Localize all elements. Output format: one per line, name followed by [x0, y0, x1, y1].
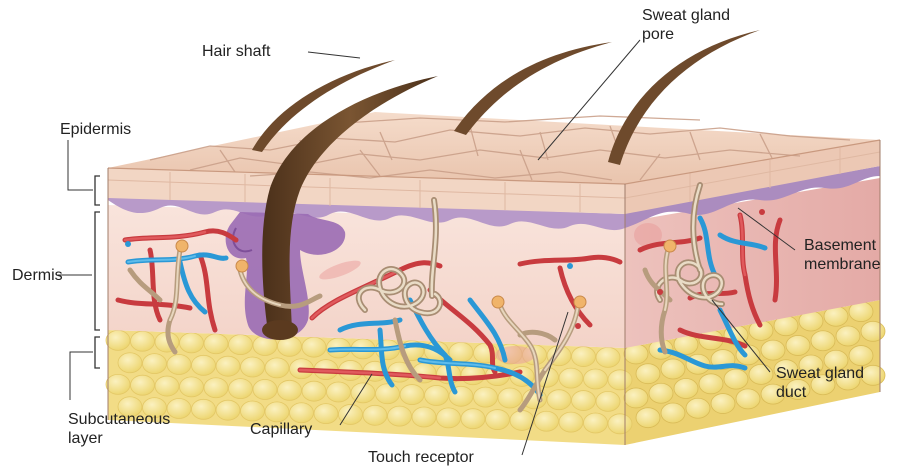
fat-cell: [474, 387, 498, 407]
label-capillary: Capillary: [250, 420, 312, 439]
fat-cell: [608, 370, 632, 390]
fat-cell: [314, 404, 338, 424]
fat-cell: [192, 355, 216, 375]
fat-cell: [241, 401, 265, 421]
fat-cell: [686, 398, 710, 418]
fat-cell: [596, 347, 620, 367]
fat-cell: [106, 330, 130, 350]
fat-cell: [131, 331, 155, 351]
fat-cell: [674, 379, 698, 399]
label-subcutaneous-line2: layer: [68, 429, 170, 448]
label-sweat-gland-pore: Sweat gland pore: [642, 6, 730, 44]
fat-cell: [131, 375, 155, 395]
label-subcutaneous-layer: Subcutaneous layer: [68, 410, 170, 448]
fat-cell: [498, 388, 522, 408]
fat-cell: [711, 394, 735, 414]
fat-cell: [180, 333, 204, 353]
fat-cell: [265, 358, 289, 378]
fat-cell: [180, 377, 204, 397]
fat-cell: [167, 398, 191, 418]
fat-cell: [327, 382, 351, 402]
label-hair-shaft: Hair shaft: [202, 42, 270, 61]
fat-cell: [486, 410, 510, 430]
fat-cell: [584, 369, 608, 389]
fat-cell: [204, 334, 228, 354]
fat-cell: [192, 399, 216, 419]
fat-cell: [204, 378, 228, 398]
label-dermis: Dermis: [12, 266, 63, 285]
fat-cell: [449, 342, 473, 362]
fat-cell: [636, 408, 660, 428]
fat-cell: [229, 335, 253, 355]
fat-cell: [216, 400, 240, 420]
fat-cell: [761, 340, 785, 360]
fat-cell: [836, 326, 860, 346]
fat-cell: [572, 347, 596, 367]
fat-cell: [861, 321, 885, 341]
fat-cell: [216, 356, 240, 376]
fat-cell: [155, 376, 179, 396]
fat-cell: [265, 402, 289, 422]
fat-cell: [661, 403, 685, 423]
label-sweat-duct-line1: Sweat gland: [776, 364, 864, 383]
fat-cell: [547, 390, 571, 410]
fat-cell: [724, 369, 748, 389]
label-sweat-gland-pore-line1: Sweat gland: [642, 6, 730, 25]
fat-cell: [535, 411, 559, 431]
fat-cell: [596, 391, 620, 411]
fat-cell: [749, 364, 773, 384]
label-basement-line2: membrane: [804, 255, 880, 274]
fat-cell: [229, 379, 253, 399]
fat-cell: [649, 383, 673, 403]
layer-brackets: [95, 176, 100, 368]
fat-cell: [388, 406, 412, 426]
fat-cell: [278, 380, 302, 400]
fat-cell: [572, 391, 596, 411]
fat-cell: [461, 409, 485, 429]
fat-cell: [559, 368, 583, 388]
fat-cell: [363, 405, 387, 425]
label-sweat-duct-line2: duct: [776, 383, 864, 402]
fat-cell: [608, 414, 632, 434]
fat-cell: [786, 335, 810, 355]
fat-cell: [699, 374, 723, 394]
label-sweat-gland-pore-line2: pore: [642, 25, 730, 44]
fat-cell: [736, 389, 760, 409]
fat-cell: [118, 353, 142, 373]
label-basement-membrane: Basement membrane: [804, 236, 880, 274]
label-basement-line1: Basement: [804, 236, 880, 255]
fat-cell: [559, 412, 583, 432]
label-touch-receptor: Touch receptor: [368, 448, 474, 467]
fat-cell: [624, 388, 648, 408]
fat-cell: [400, 385, 424, 405]
fat-cell: [253, 379, 277, 399]
fat-cell: [167, 354, 191, 374]
fat-cell: [425, 385, 449, 405]
label-epidermis: Epidermis: [60, 120, 131, 139]
fat-cell: [811, 331, 835, 351]
fat-cell: [437, 408, 461, 428]
fat-cell: [376, 384, 400, 404]
fat-cell: [861, 365, 885, 385]
fat-cell: [302, 337, 326, 357]
label-subcutaneous-line1: Subcutaneous: [68, 410, 170, 429]
fat-cell: [302, 381, 326, 401]
fat-cell: [351, 383, 375, 403]
fat-cell: [661, 359, 685, 379]
fat-cell: [143, 354, 167, 374]
fat-cell: [412, 407, 436, 427]
fat-cell: [636, 364, 660, 384]
fat-cell: [584, 413, 608, 433]
fat-cell: [241, 357, 265, 377]
fat-cell: [106, 374, 130, 394]
fat-cell: [849, 346, 873, 366]
label-sweat-gland-duct: Sweat gland duct: [776, 364, 864, 402]
